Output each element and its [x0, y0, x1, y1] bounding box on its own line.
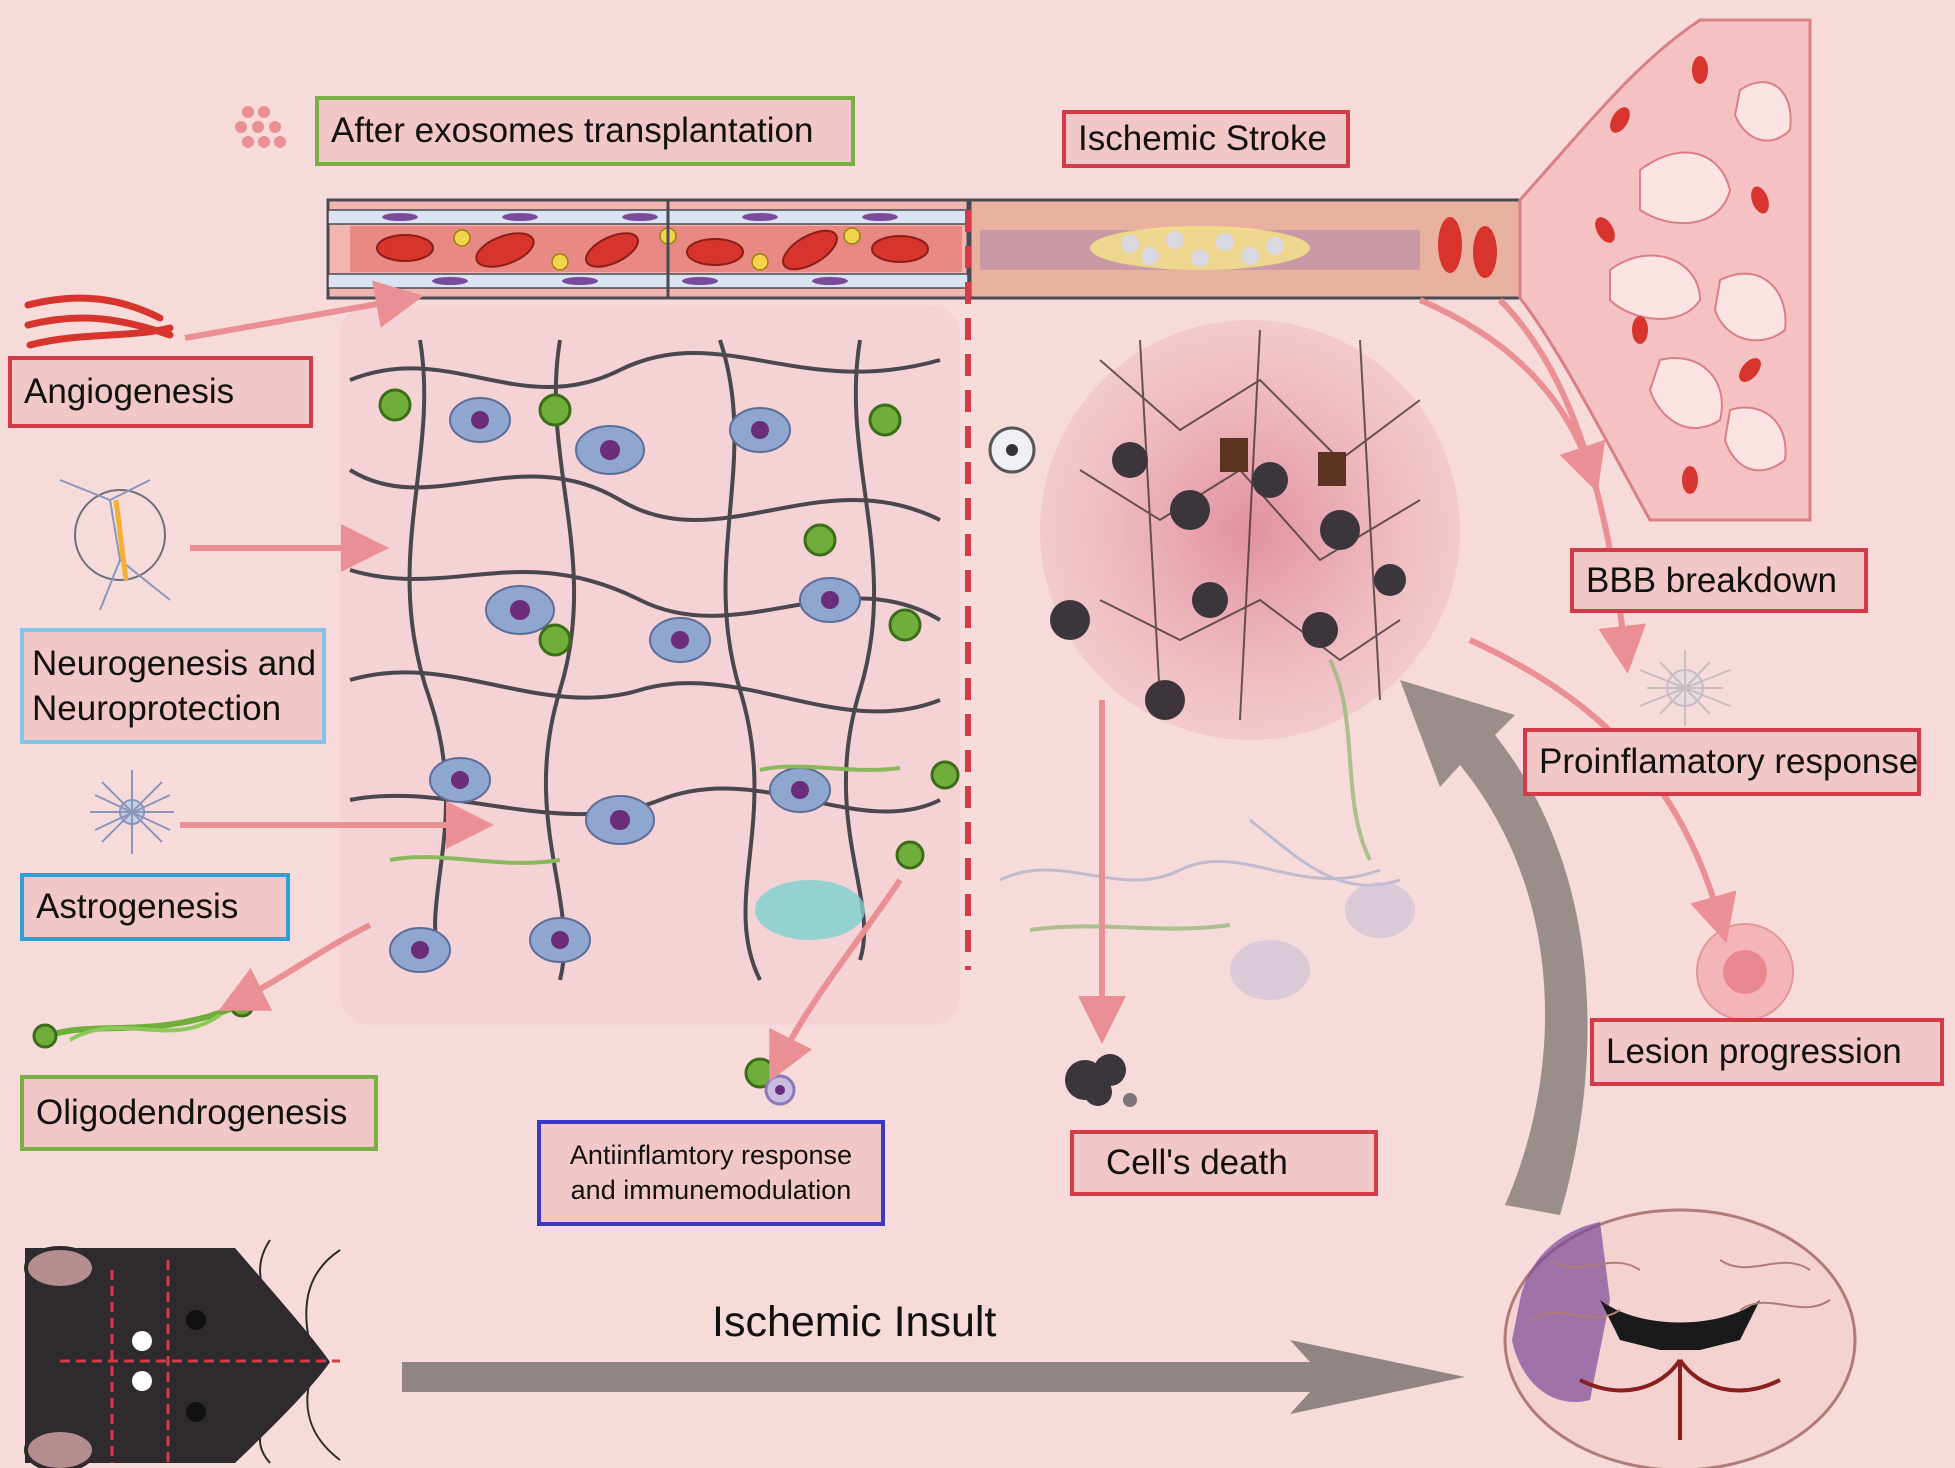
lesion-progression-label: Lesion progression: [1590, 1018, 1944, 1086]
neurogenesis-line-2: Neuroprotection: [32, 689, 282, 728]
angiogenesis-arrow: [184, 280, 424, 341]
antiinflammatory-line-2: and immunemodulation: [570, 1175, 852, 1205]
capillary-network: [1518, 18, 1812, 522]
astrogenesis-label: Astrogenesis: [20, 873, 290, 941]
ischemic-stroke-label: Ischemic Stroke: [1062, 110, 1350, 168]
occluded-blood-vessel: [968, 198, 1572, 300]
dead-cell-icon: [1065, 1054, 1137, 1107]
proinflammatory-label: Proinflamatory response: [1523, 728, 1921, 796]
angiogenesis-label: Angiogenesis: [8, 356, 313, 428]
brain-section-icon: [1503, 1208, 1857, 1468]
bbb-arrow: [1418, 297, 1606, 493]
antiinflammatory-line-1: Antiinflamtory response: [569, 1139, 853, 1170]
neurogenesis-label: Neurogenesis and Neuroprotection: [20, 628, 326, 744]
neuron-icon: [59, 479, 171, 611]
antiinflammatory-label: Antiinflamtory response and immunemodula…: [537, 1120, 885, 1226]
cells-death-label: Cell's death: [1070, 1130, 1378, 1196]
recovered-tissue: [340, 305, 960, 1025]
recovery-arc-arrow: [1400, 680, 1588, 1215]
activated-microglia-icon: [1639, 650, 1731, 726]
antiinflammatory-arrow: [769, 878, 903, 1082]
ischemic-tissue: [988, 320, 1460, 1000]
neurogenesis-line-1: Neurogenesis and: [32, 643, 317, 683]
ischemic-insult-arrow: [402, 1340, 1465, 1414]
oligodendrogenesis-arrow: [218, 922, 372, 1011]
rat-head-icon: [24, 1239, 341, 1468]
oligodendrogenesis-label: Oligodendrogenesis: [20, 1075, 378, 1151]
connector-arrows: [180, 280, 1737, 1082]
ischemic-insult-label: Ischemic Insult: [712, 1298, 997, 1346]
after-exosomes-label: After exosomes transplantation: [315, 96, 855, 166]
astrocyte-icon: [90, 770, 174, 854]
endothelial-fibers-icon: [24, 294, 174, 349]
exosome-icon: [235, 106, 286, 148]
bbb-breakdown-label: BBB breakdown: [1570, 548, 1868, 613]
healthy-blood-vessel: [326, 198, 970, 300]
lesion-cell-icon: [1696, 923, 1794, 1021]
